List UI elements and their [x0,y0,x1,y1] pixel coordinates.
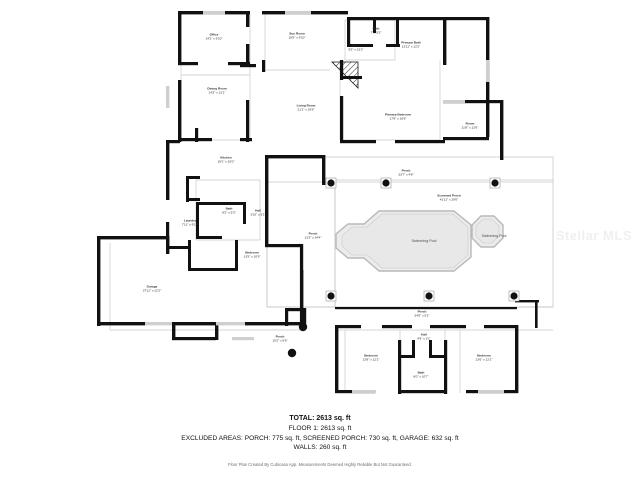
summary-walls: WALLS: 260 sq. ft [293,444,347,452]
app-credit: Floor Plan Created By Cubicasa App. Meas… [228,462,412,467]
summary-floor1: FLOOR 1: 2613 sq. ft [288,425,352,433]
porch-columns [287,177,520,358]
summary-total: TOTAL: 2613 sq. ft [289,415,351,422]
area-summary: TOTAL: 2613 sq. ft FLOOR 1: 2613 sq. ft … [0,414,640,453]
swimming-pool-spa [471,215,504,248]
swimming-pool-main [335,210,472,272]
window-openings [145,11,504,394]
watermark: Stellar MLS [555,228,632,243]
staircase [331,61,359,89]
summary-excluded: EXCLUDED AREAS: PORCH: 775 sq. ft, SCREE… [181,434,459,442]
